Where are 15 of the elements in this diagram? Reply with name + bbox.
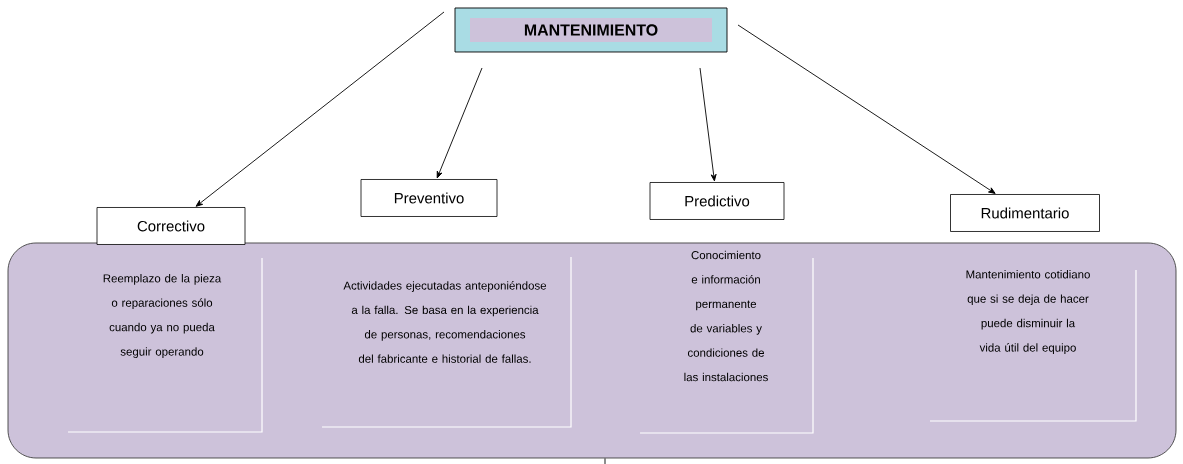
arrow xyxy=(737,24,996,194)
category-box: Rudimentario xyxy=(950,194,1100,232)
description-box: Mantenimiento cotidiano que si se deja de hacer puede disminuir la vida útil del equipo xyxy=(929,269,1137,422)
title-box: MANTENIMIENTO xyxy=(454,7,728,53)
category-box: Predictivo xyxy=(649,182,785,220)
description-box: Conocimiento e información permanente de variables y condiciones de las instalaciones xyxy=(639,250,814,434)
description-box: Actividades ejecutadas anteponiéndose a la falla. Se basa en la experiencia de personas, recomendaciones del fabricante e historial de fallas. xyxy=(321,256,572,428)
arrow xyxy=(699,67,717,182)
rounded-panel xyxy=(7,242,1177,459)
arrow xyxy=(436,67,483,179)
connector-line xyxy=(604,458,606,464)
arrow xyxy=(195,11,445,207)
category-box: Correctivo xyxy=(96,207,246,245)
category-box: Preventivo xyxy=(360,179,498,217)
description-box: Reemplazo de la pieza o reparaciones sólo cuando ya no pueda seguir operando xyxy=(67,257,263,433)
